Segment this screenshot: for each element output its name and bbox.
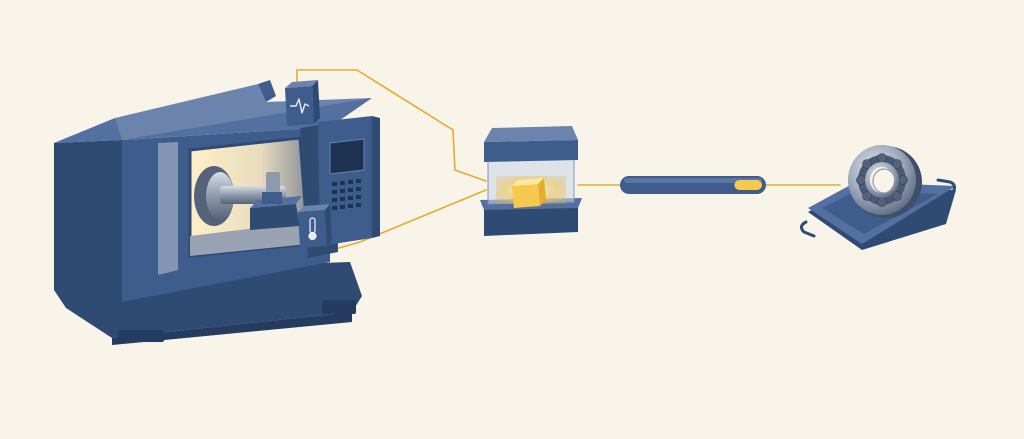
temperature-sensor-top: [298, 204, 330, 212]
vibration-sensor-side: [312, 80, 320, 124]
progress-track-highlight: [624, 178, 762, 183]
lathe-tool-block: [262, 192, 282, 204]
processor-lid-top: [484, 126, 578, 142]
temperature-sensor-body: [298, 210, 327, 248]
lathe-top-housing-front: [258, 80, 276, 102]
lathe-accent-stripe: [158, 142, 178, 275]
temperature-sensor-side: [325, 204, 332, 246]
lathe-control-panel-side: [372, 116, 380, 238]
waveform-icon: [290, 98, 310, 114]
lathe-keypad: [332, 179, 361, 210]
connector-vibration-to-processor: [296, 69, 487, 182]
processor-lid-front: [484, 140, 578, 162]
vibration-sensor-body: [285, 86, 314, 126]
lathe-base-shadow: [112, 312, 352, 345]
lathe-chamber-floor: [190, 222, 308, 256]
glowing-cube-icon: [496, 176, 566, 208]
cnc-lathe-icon: [54, 80, 380, 345]
lathe-screen: [329, 138, 365, 175]
bearing-component: [799, 145, 956, 250]
vibration-sensor: [285, 80, 320, 126]
thermometer-icon: [308, 217, 317, 241]
tray-handle: [936, 178, 956, 192]
lathe-left-side: [54, 140, 122, 308]
processor-base: [484, 204, 578, 236]
lathe-foot: [322, 300, 356, 314]
ball-bearing-icon: [848, 145, 922, 218]
progress-fill: [734, 180, 762, 190]
lathe-tool-post: [250, 204, 300, 230]
bearing-balls: [856, 153, 908, 207]
lathe-top-housing: [115, 84, 372, 140]
lathe-foot: [118, 330, 164, 342]
vibration-sensor-top: [285, 80, 318, 88]
temperature-sensor: [298, 204, 332, 248]
progress-indicator: [620, 176, 766, 194]
edge-processor: [480, 126, 582, 236]
tray-handle: [799, 220, 816, 238]
